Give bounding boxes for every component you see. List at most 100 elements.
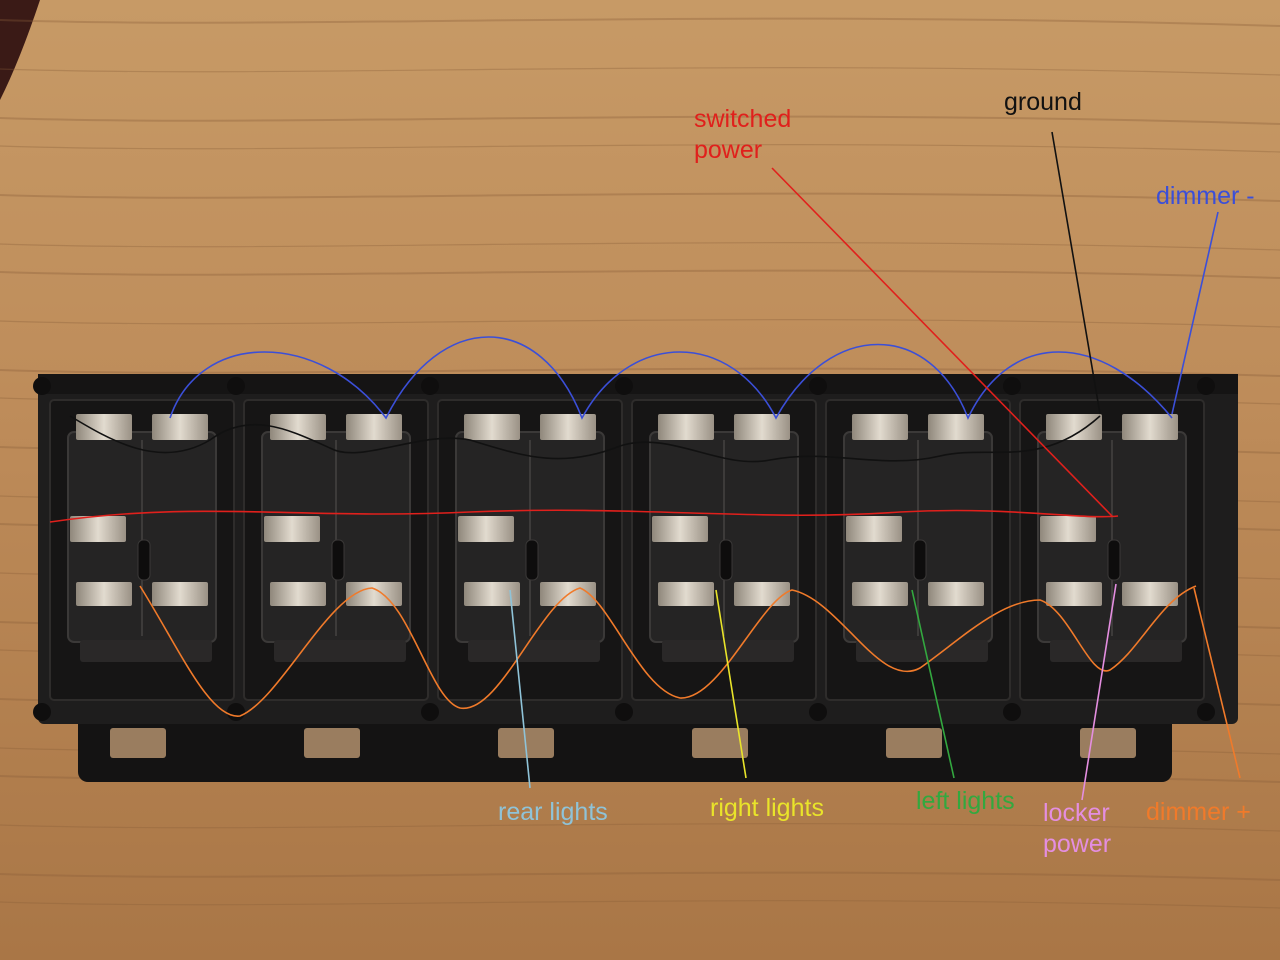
label-right-lights: right lights [710,794,824,822]
leader-dimmer-plus [1193,587,1241,779]
led-post [913,539,927,581]
wood-grain-line [0,900,1280,909]
dark-corner [0,0,40,100]
terminal-top-left [270,414,326,440]
housing-bumps [33,377,1215,721]
terminal-bottom-right [346,582,402,606]
housing-bump [33,377,51,395]
rocker-window [692,728,748,758]
terminal-top-right [540,414,596,440]
label-dimmer-plus: dimmer + [1146,798,1251,826]
terminal-mid-left [846,516,902,542]
led-post [719,539,733,581]
terminal-top-right [346,414,402,440]
rocker-window [110,728,166,758]
terminal-top-left [464,414,520,440]
switch-panel [33,374,1238,782]
housing-bump [227,377,245,395]
wire-dimmer-minus [169,336,1173,421]
wood-grain-line [0,115,1280,125]
housing-bump [1003,377,1021,395]
label-ground: ground [1004,88,1082,116]
wood-grain-line [0,17,1280,27]
rocker-window [1080,728,1136,758]
switch-lip [662,640,794,662]
housing-bump [1197,703,1215,721]
terminal-bottom-right [734,582,790,606]
housing-bump [615,377,633,395]
terminal-bottom-left [852,582,908,606]
housing-bump [1003,703,1021,721]
rocker-window [886,728,942,758]
terminal-mid-left [70,516,126,542]
label-rear-lights: rear lights [498,798,608,826]
wood-grain-line [0,269,1280,279]
wood-grain-line [0,871,1280,881]
wood-grain-line [0,67,1280,76]
switch-module [49,399,235,758]
leader-ground [1051,131,1101,415]
terminal-bottom-left [270,582,326,606]
rocker-window [304,728,360,758]
terminal-bottom-right [928,582,984,606]
switch-lip [274,640,406,662]
wood-grain-line [0,192,1280,202]
terminal-mid-left [652,516,708,542]
terminal-bottom-right [1122,582,1178,606]
housing-bump [227,703,245,721]
terminal-bottom-left [76,582,132,606]
wire-dimmer-plus [139,585,1197,717]
panel-top-rail [38,374,1238,394]
housing-bump [33,703,51,721]
switch-module [1019,399,1205,758]
terminal-mid-left [264,516,320,542]
housing-bump [1197,377,1215,395]
terminal-mid-left [1040,516,1096,542]
wood-grain-line [0,242,1280,251]
terminal-top-right [1122,414,1178,440]
label-left-lights: left lights [916,787,1015,815]
switch-lip [468,640,600,662]
terminal-top-left [76,414,132,440]
wood-grain-line [0,144,1280,153]
wires [49,131,1241,801]
switch-lip [1050,640,1182,662]
housing-bump [809,703,827,721]
leader-locker-power [1081,583,1117,801]
terminal-mid-left [458,516,514,542]
switch-modules [49,399,1205,758]
label-dimmer-minus: dimmer - [1156,182,1255,210]
terminal-top-right [152,414,208,440]
terminal-bottom-left [464,582,520,606]
terminal-top-left [852,414,908,440]
led-post [1107,539,1121,581]
terminal-bottom-left [658,582,714,606]
wood-grain-line [0,823,1280,832]
leader-left-lights [911,589,955,779]
leader-right-lights [715,589,747,779]
terminal-bottom-left [1046,582,1102,606]
label-switched-power: switched power [694,105,792,164]
wood-grain-line [0,367,1280,377]
wire-ground [69,415,1101,463]
leader-rear-lights [509,589,531,789]
housing-bump [421,703,439,721]
led-post [331,539,345,581]
switch-module [631,399,817,758]
led-post [525,539,539,581]
switch-module [825,399,1011,758]
housing-bump [421,377,439,395]
terminal-top-right [734,414,790,440]
switch-lip [856,640,988,662]
terminal-top-left [658,414,714,440]
terminal-top-right [928,414,984,440]
switch-lip [80,640,212,662]
terminal-top-left [1046,414,1102,440]
wood-grain-line [0,319,1280,328]
wire-switched-power [49,509,1119,523]
leader-dimmer-minus [1171,211,1219,415]
terminal-bottom-right [152,582,208,606]
leader-switched-power [771,167,1113,517]
